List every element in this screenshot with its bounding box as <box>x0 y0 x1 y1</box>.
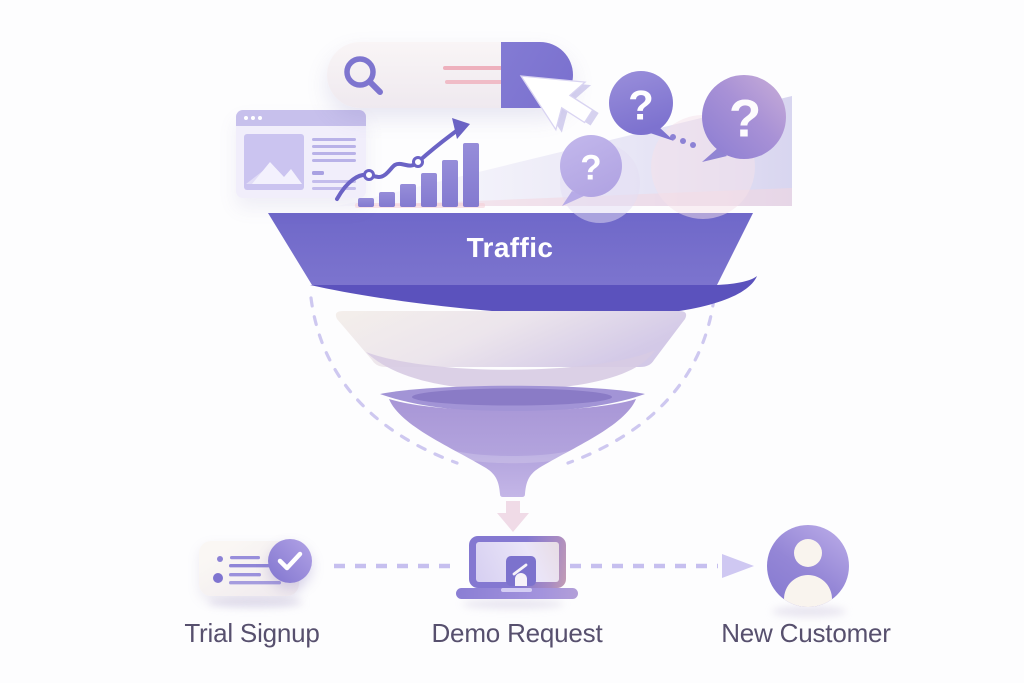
laptop-shadow <box>462 599 564 609</box>
funnel-layer2 <box>335 311 687 367</box>
question-bubble-medium-icon: ? <box>609 71 674 141</box>
question-bubble-large-icon: ? <box>702 75 786 162</box>
check-icon <box>277 551 303 571</box>
stage-label-demo-request: Demo Request <box>431 618 603 648</box>
dots-ellipsis-icon <box>670 134 696 148</box>
text-line <box>312 138 356 141</box>
image-placeholder-icon <box>244 134 304 190</box>
window-dot-icon <box>244 116 248 120</box>
card-shadow <box>208 597 303 608</box>
laptop-screen-content <box>476 542 559 586</box>
query-text-line <box>445 80 539 84</box>
flow-arrowhead-icon <box>722 554 754 578</box>
funnel-vortex-lip <box>412 388 612 406</box>
question-mark: ? <box>628 82 654 129</box>
cursor-icon <box>519 75 599 133</box>
stage-label-trial-signup: Trial Signup <box>184 618 320 648</box>
funnel-swoosh-shape <box>310 276 757 316</box>
text-line <box>312 171 324 175</box>
check-circle-icon <box>268 539 312 583</box>
avatar-head <box>794 539 822 567</box>
customer-avatar-icon <box>767 525 849 607</box>
trend-node <box>412 156 424 168</box>
question-mark: ? <box>729 90 761 149</box>
browser-header <box>236 110 366 126</box>
funnel-top-band <box>268 213 753 285</box>
growth-chart-icon <box>335 118 485 208</box>
funnel-layer2-shade <box>366 350 655 390</box>
laptop-icon <box>469 536 566 588</box>
funnel-vortex-body <box>389 399 636 497</box>
text-line <box>312 180 356 183</box>
stage-label-new-customer: New Customer <box>721 618 891 648</box>
text-line <box>312 159 356 162</box>
browser-logo-icon <box>506 556 536 586</box>
search-icon <box>344 56 383 95</box>
mountain-icon <box>246 162 302 184</box>
funnel-stage-title: Traffic <box>466 232 554 263</box>
avatar-body <box>784 575 832 607</box>
laptop-base <box>456 588 578 599</box>
laptop-notch <box>501 588 532 592</box>
vortex-highlight <box>452 450 573 464</box>
question-mark: ? <box>580 149 601 188</box>
text-line <box>312 145 356 148</box>
text-line <box>312 152 356 155</box>
dashed-arc-left <box>309 296 459 465</box>
window-dot-icon <box>258 116 262 120</box>
down-arrow-icon <box>497 501 529 532</box>
bar-chart-bars <box>358 143 479 207</box>
dashed-flow-arrow-icon <box>570 554 754 578</box>
dashed-arc-right <box>566 296 716 465</box>
query-text-line <box>443 66 543 70</box>
trend-node <box>363 169 375 181</box>
text-line <box>312 187 356 190</box>
question-bubble-small-icon: ? <box>560 135 622 206</box>
browser-window-icon <box>236 110 366 198</box>
avatar-shadow <box>772 606 846 617</box>
window-dot-icon <box>251 116 255 120</box>
trend-arrowhead-icon <box>452 118 470 139</box>
search-bar-icon <box>327 42 573 108</box>
